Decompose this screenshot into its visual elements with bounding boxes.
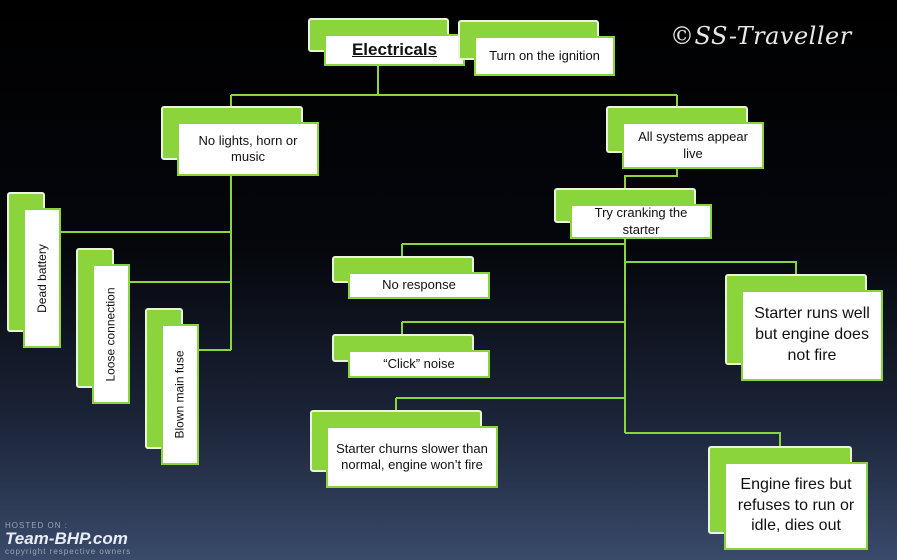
- node-loose-connection-label: Loose connection: [103, 286, 118, 382]
- node-dead-battery-label: Dead battery: [34, 243, 49, 313]
- node-loose-connection: Loose connection: [76, 248, 130, 404]
- node-starter-runs-well: Starter runs well but engine does not fi…: [725, 274, 883, 381]
- node-dead-battery: Dead battery: [7, 192, 61, 348]
- node-all-systems-live: All systems appear live: [606, 106, 764, 169]
- node-engine-fires: Engine fires but refuses to run or idle,…: [708, 446, 868, 550]
- node-starter-churns-slower: Starter churns slower than normal, engin…: [310, 410, 498, 488]
- watermark-copyright: copyright respective owners: [5, 547, 132, 556]
- node-starter-runs-well-label: Starter runs well but engine does not fi…: [741, 290, 883, 381]
- node-no-lights-label: No lights, horn or music: [177, 122, 319, 176]
- node-try-cranking: Try cranking the starter: [554, 188, 712, 239]
- node-no-response: No response: [332, 256, 490, 299]
- node-engine-fires-label: Engine fires but refuses to run or idle,…: [724, 462, 868, 550]
- node-turn-on-ignition: Turn on the ignition: [458, 20, 615, 76]
- credit-signature: ©SS-Traveller: [670, 22, 852, 50]
- node-no-lights: No lights, horn or music: [161, 106, 319, 176]
- link-right-step: [624, 168, 678, 190]
- node-try-cranking-label: Try cranking the starter: [570, 204, 712, 239]
- node-click-noise-label: “Click” noise: [348, 350, 490, 378]
- link-root-branches: [230, 64, 678, 108]
- node-all-systems-live-label: All systems appear live: [622, 122, 764, 169]
- watermark-brand: Team-BHP.com: [5, 529, 128, 548]
- node-electricals: Electricals: [308, 18, 465, 66]
- node-click-noise: “Click” noise: [332, 334, 490, 378]
- node-electricals-label: Electricals: [324, 34, 465, 66]
- node-blown-main-fuse-label: Blown main fuse: [172, 350, 187, 439]
- link-left-children: [60, 176, 232, 351]
- node-no-response-label: No response: [348, 272, 490, 299]
- node-turn-on-ignition-label: Turn on the ignition: [474, 36, 615, 76]
- watermark: HOSTED ON : Team-BHP.com copyright respe…: [5, 521, 131, 556]
- watermark-hosted: HOSTED ON :: [5, 521, 69, 530]
- link-step-outcomes: [395, 238, 797, 448]
- node-starter-churns-slower-label: Starter churns slower than normal, engin…: [326, 426, 498, 488]
- node-blown-main-fuse: Blown main fuse: [145, 308, 199, 465]
